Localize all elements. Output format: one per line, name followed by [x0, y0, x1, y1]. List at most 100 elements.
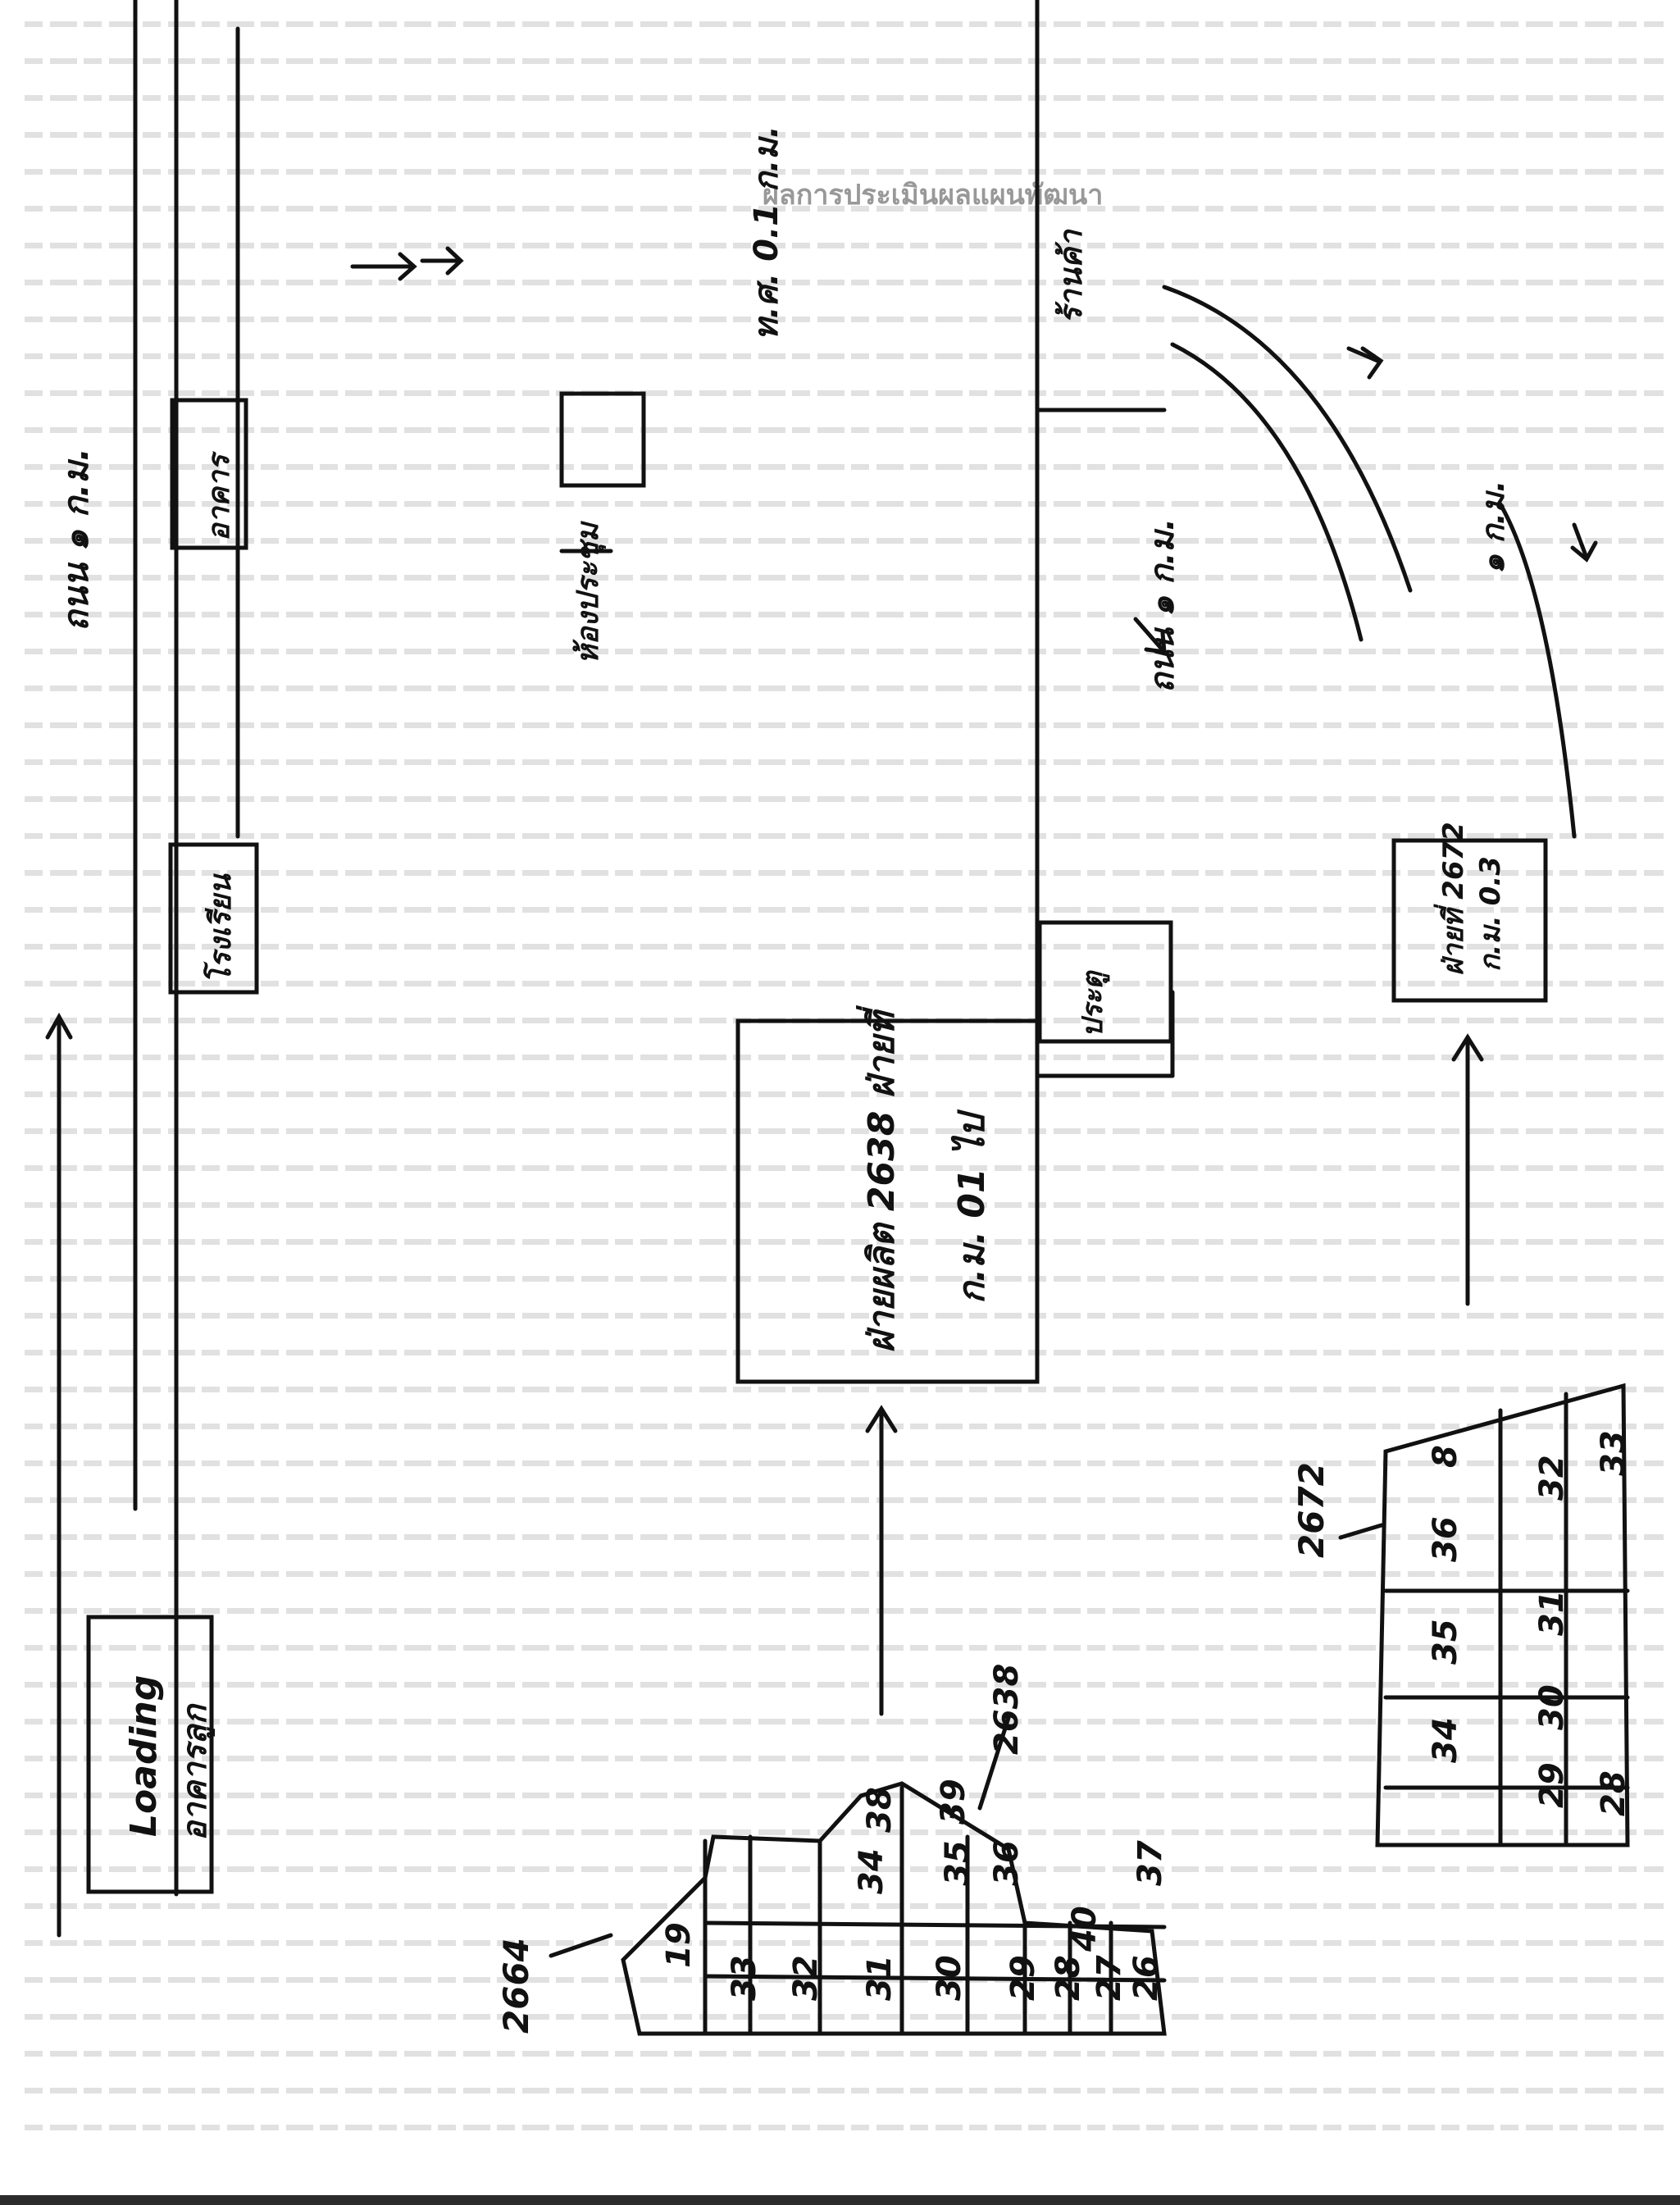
printed-text-line	[25, 1825, 1664, 1841]
grid-right-cell-number: 28	[1595, 1770, 1632, 1816]
label-store: ร้านค้า	[1053, 230, 1089, 324]
printed-text-line	[25, 1788, 1664, 1804]
printed-text-line	[25, 1087, 1664, 1103]
printed-text-line	[25, 976, 1664, 992]
printed-text-line	[25, 1234, 1664, 1251]
label-num-2664: 2664	[496, 1938, 536, 2034]
label-road-mid: ถนน ๑ ก.ม.	[1144, 517, 1181, 693]
label-dist1: ท.ศ. 0.1 ก.ม.	[748, 125, 785, 340]
printed-text-line	[25, 16, 1664, 33]
label-block-right-2: ฝ่ายที่ 2672	[1437, 822, 1470, 976]
label-dist3: ๑ ก.ม.	[1475, 480, 1511, 574]
printed-text-line	[25, 1492, 1664, 1509]
printed-text-line	[25, 2120, 1664, 2136]
printed-text-line	[25, 422, 1664, 439]
printed-text-line	[25, 2046, 1664, 2062]
grid-left-cell-number: 38	[861, 1787, 899, 1833]
printed-text-line	[25, 1197, 1664, 1214]
grid-left-cell-number: 29	[1004, 1955, 1042, 2001]
printed-text-line	[25, 718, 1664, 734]
pointer-2638	[977, 1715, 1011, 1811]
printed-text-line	[25, 1677, 1664, 1693]
printed-text-line	[25, 312, 1664, 328]
printed-text-line	[25, 1640, 1664, 1656]
printed-text-line	[25, 1861, 1664, 1878]
printed-text-line	[25, 902, 1664, 918]
grid-right-cell-number: 33	[1595, 1430, 1632, 1476]
printed-text-line	[25, 2083, 1664, 2099]
printed-heading: ผลการประเมินผลแผนพัฒนา	[763, 179, 1104, 212]
grid-right-cell-number: 35	[1427, 1619, 1464, 1665]
printed-text-line	[25, 1308, 1664, 1324]
printed-text-line	[25, 1160, 1664, 1177]
printed-text-line	[25, 349, 1664, 365]
label-office-left: โรงเรียน	[204, 874, 238, 984]
grid-left-cell-number: 26	[1127, 1955, 1165, 2001]
label-block-center-1: ก.ม. 01 ไป	[951, 1114, 993, 1304]
printed-text-line	[25, 238, 1664, 254]
arrow-right-top-head	[1570, 540, 1598, 563]
printed-text-line	[25, 1566, 1664, 1583]
label-office-mid: อาคาร	[203, 454, 236, 541]
printed-text-line	[25, 1935, 1664, 1952]
grid-left-row-1	[703, 1920, 1167, 1929]
printed-text-line	[25, 828, 1664, 845]
grid-right-cell-number: 8	[1427, 1445, 1464, 1468]
label-num-2672: 2672	[1291, 1462, 1332, 1558]
grid-right-cell-number: 36	[1427, 1516, 1464, 1562]
grid-right-cell-number: 29	[1533, 1762, 1571, 1808]
grid-right-cell-number: 32	[1533, 1455, 1571, 1501]
label-road-left: ถนน ๑ ก.ม.	[56, 448, 96, 631]
label-num-2638: 2638	[988, 1663, 1026, 1755]
arrow-right-head	[1451, 1033, 1484, 1062]
printed-text-line	[25, 385, 1664, 402]
printed-text-line	[25, 607, 1664, 623]
grid-left-cell-number: 31	[861, 1955, 899, 2001]
printed-text-line	[25, 2009, 1664, 2025]
grid-left-cell-number: 27	[1090, 1955, 1128, 2001]
arrow-left-head	[45, 1012, 73, 1040]
printed-text-line	[25, 1123, 1664, 1140]
printed-text-line	[25, 201, 1664, 217]
printed-text-line	[25, 791, 1664, 808]
grid-right-cell-number: 31	[1533, 1590, 1571, 1636]
grid-left-cell-number: 19	[660, 1922, 698, 1968]
printed-text-line	[25, 90, 1664, 107]
arrow-mid-down-head	[1144, 631, 1167, 654]
office-mid-box	[170, 398, 248, 550]
arrow-curve-up	[1346, 346, 1380, 363]
grid-left-cell-number: 30	[931, 1955, 968, 2001]
arrow-right-top	[1572, 522, 1589, 560]
label-loading: Loading	[123, 1674, 165, 1837]
printed-text-line	[25, 1050, 1664, 1066]
scan-edge	[0, 2195, 1680, 2205]
printed-text-line	[25, 53, 1664, 70]
grid-left-cell-number: 40	[1066, 1906, 1104, 1952]
arrow-mid-down	[1133, 617, 1167, 654]
printed-text-line	[25, 1529, 1664, 1546]
grid-left-cell-number: 34	[853, 1848, 890, 1894]
grid-left-cell-number: 28	[1049, 1955, 1087, 2001]
grid-right-cell-number: 34	[1427, 1717, 1464, 1763]
grid-left-cell-number: 33	[726, 1955, 763, 2001]
printed-text-line	[25, 570, 1664, 586]
curved-road-outer	[1162, 285, 1413, 593]
arrow-center-head	[865, 1405, 898, 1433]
printed-text-line	[25, 681, 1664, 697]
grid-left-cell-number: 39	[935, 1779, 972, 1825]
printed-text-line	[25, 1271, 1664, 1287]
grid-right-outline	[1375, 1383, 1630, 1847]
label-office-main: อาคารลูก	[176, 1705, 214, 1841]
printed-text-line	[25, 865, 1664, 882]
curved-road-inner	[1170, 342, 1364, 642]
printed-text-line	[25, 1382, 1664, 1398]
right-block	[1391, 838, 1548, 1003]
hall-box	[559, 391, 646, 488]
arrow-top-1-head	[398, 252, 417, 281]
grid-left-outline	[621, 1781, 1167, 2036]
printed-text-line	[25, 1714, 1664, 1730]
grid-left-cell-number: 32	[787, 1955, 825, 2001]
printed-text-line	[25, 1419, 1664, 1435]
